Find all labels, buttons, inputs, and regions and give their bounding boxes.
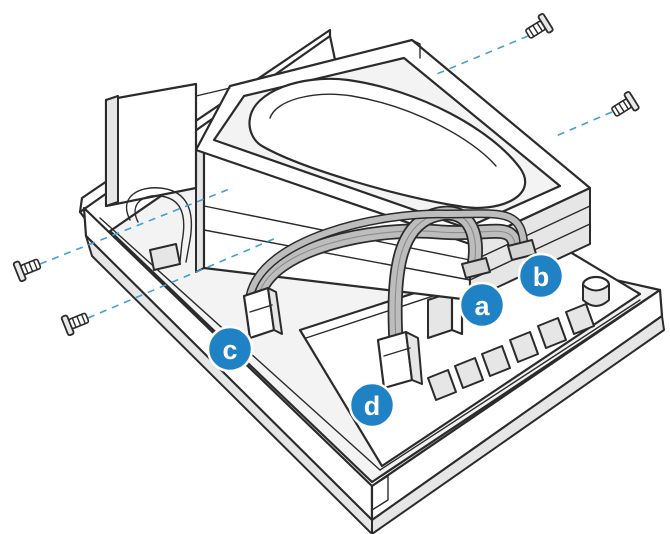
marker-a: a (458, 281, 506, 329)
marker-a-label: a (474, 291, 490, 321)
cable-c-to-b-upper-strand (245, 209, 529, 298)
screw-top-right-upper (525, 13, 554, 39)
screw-left-upper (12, 258, 42, 283)
marker-c-label: c (222, 335, 237, 365)
hard-drive (194, 38, 592, 302)
screw-left-lower (60, 312, 90, 337)
screw-guide-lines (39, 35, 613, 319)
marker-d-label: d (364, 391, 381, 421)
left-bracket (104, 82, 231, 271)
connector-d (376, 330, 423, 390)
connector-a (461, 257, 491, 279)
connector-c (242, 286, 283, 340)
screw-top-right-lower (611, 91, 640, 117)
marker-c: c (206, 325, 254, 373)
marker-b-label: b (533, 262, 550, 292)
marker-b: b (517, 252, 565, 300)
marker-d: d (348, 381, 396, 429)
board-components (427, 275, 611, 401)
